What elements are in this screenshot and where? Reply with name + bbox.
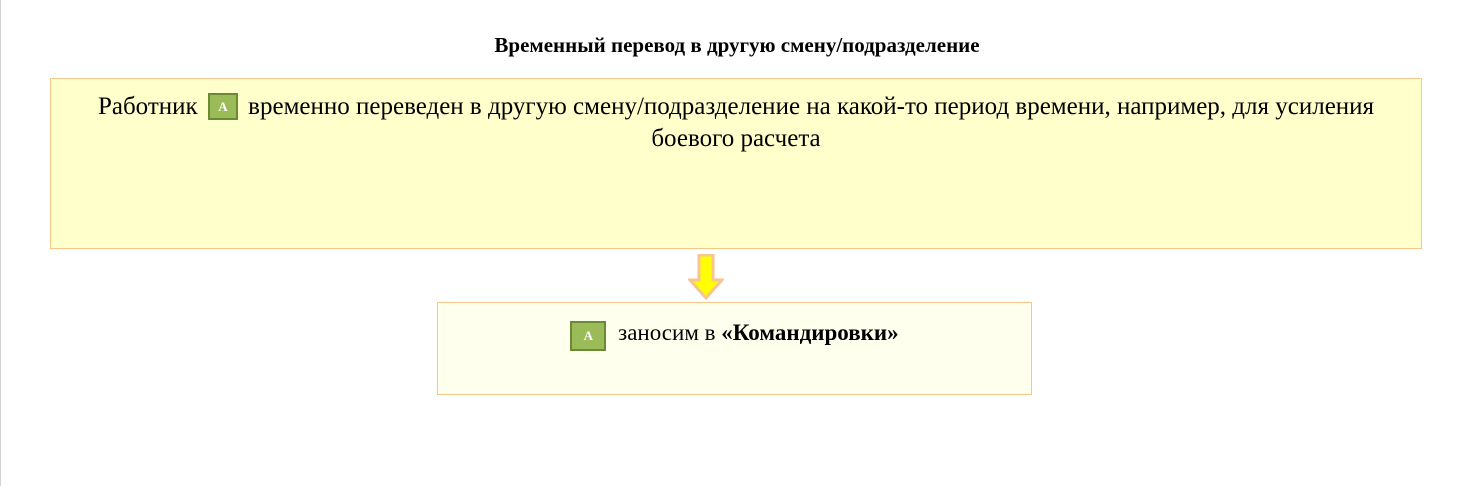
page-title: Временный перевод в другую смену/подразд… bbox=[494, 33, 980, 57]
situation-text-end: временно переведен в другую смену/подраз… bbox=[248, 93, 1375, 152]
employee-badge-icon: A bbox=[207, 93, 238, 120]
action-box: A заносим в «Командировки» bbox=[437, 302, 1032, 395]
situation-box: Работник A временно переведен в другую с… bbox=[50, 78, 1422, 249]
employee-badge-icon: A bbox=[570, 321, 607, 351]
action-target: «Командировки» bbox=[721, 320, 899, 345]
page-left-border bbox=[0, 0, 1, 486]
action-text: заносим в bbox=[618, 320, 716, 345]
down-arrow-icon bbox=[688, 254, 724, 300]
situation-text-start: Работник bbox=[97, 93, 198, 120]
